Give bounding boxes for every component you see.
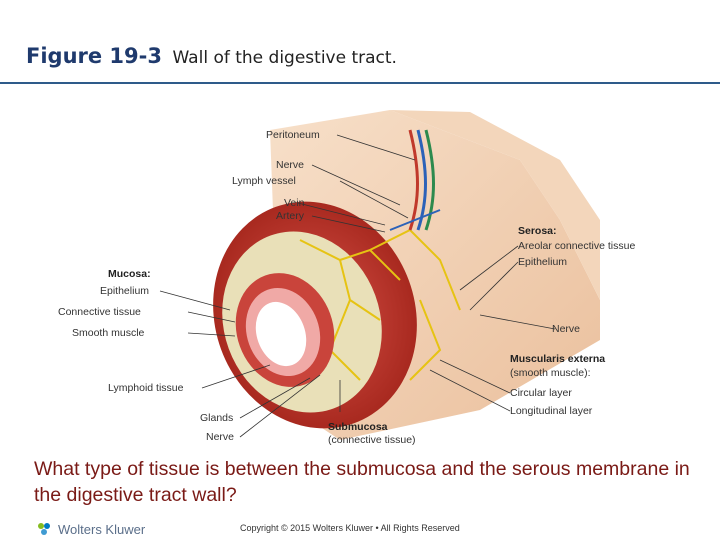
label-nerve-top: Nerve xyxy=(276,159,304,171)
figure-number: Figure 19-3 xyxy=(26,44,162,68)
wolters-kluwer-logo-icon xyxy=(36,521,54,537)
label-lymphoid-tissue: Lymphoid tissue xyxy=(108,382,184,394)
label-nerve-right: Nerve xyxy=(552,323,580,335)
label-epithelium-right: Epithelium xyxy=(518,256,567,268)
figure-caption: Wall of the digestive tract. xyxy=(172,48,397,68)
label-circular-layer: Circular layer xyxy=(510,387,572,399)
label-glands: Glands xyxy=(200,412,233,424)
label-mucosa: Mucosa: xyxy=(108,268,151,280)
label-artery: Artery xyxy=(276,210,305,222)
label-longitudinal-layer: Longitudinal layer xyxy=(510,405,593,417)
logo-text: Wolters Kluwer xyxy=(58,522,145,537)
label-serosa: Serosa: xyxy=(518,225,557,237)
question-text: What type of tissue is between the submu… xyxy=(34,456,694,508)
label-muscularis-sub: (smooth muscle): xyxy=(510,367,591,379)
label-epithelium-left: Epithelium xyxy=(100,285,149,297)
label-submucosa: Submucosa xyxy=(328,421,388,433)
label-submucosa-sub: (connective tissue) xyxy=(328,434,416,446)
publisher-logo: Wolters Kluwer xyxy=(36,521,145,537)
title-divider xyxy=(0,82,720,84)
label-smooth-muscle: Smooth muscle xyxy=(72,327,145,339)
digestive-wall-diagram: Peritoneum Nerve Lymph vessel Vein Arter… xyxy=(40,100,680,450)
label-muscularis: Muscularis externa xyxy=(510,353,605,365)
copyright-notice: Copyright © 2015 Wolters Kluwer • All Ri… xyxy=(240,523,460,533)
label-areolar: Areolar connective tissue xyxy=(518,240,635,252)
label-vein: Vein xyxy=(284,197,305,209)
label-lymph-vessel: Lymph vessel xyxy=(232,175,296,187)
label-connective-tissue: Connective tissue xyxy=(58,306,141,318)
figure-title: Figure 19-3 Wall of the digestive tract. xyxy=(26,44,397,68)
label-peritoneum: Peritoneum xyxy=(266,129,320,141)
label-nerve-bottom: Nerve xyxy=(206,431,234,443)
